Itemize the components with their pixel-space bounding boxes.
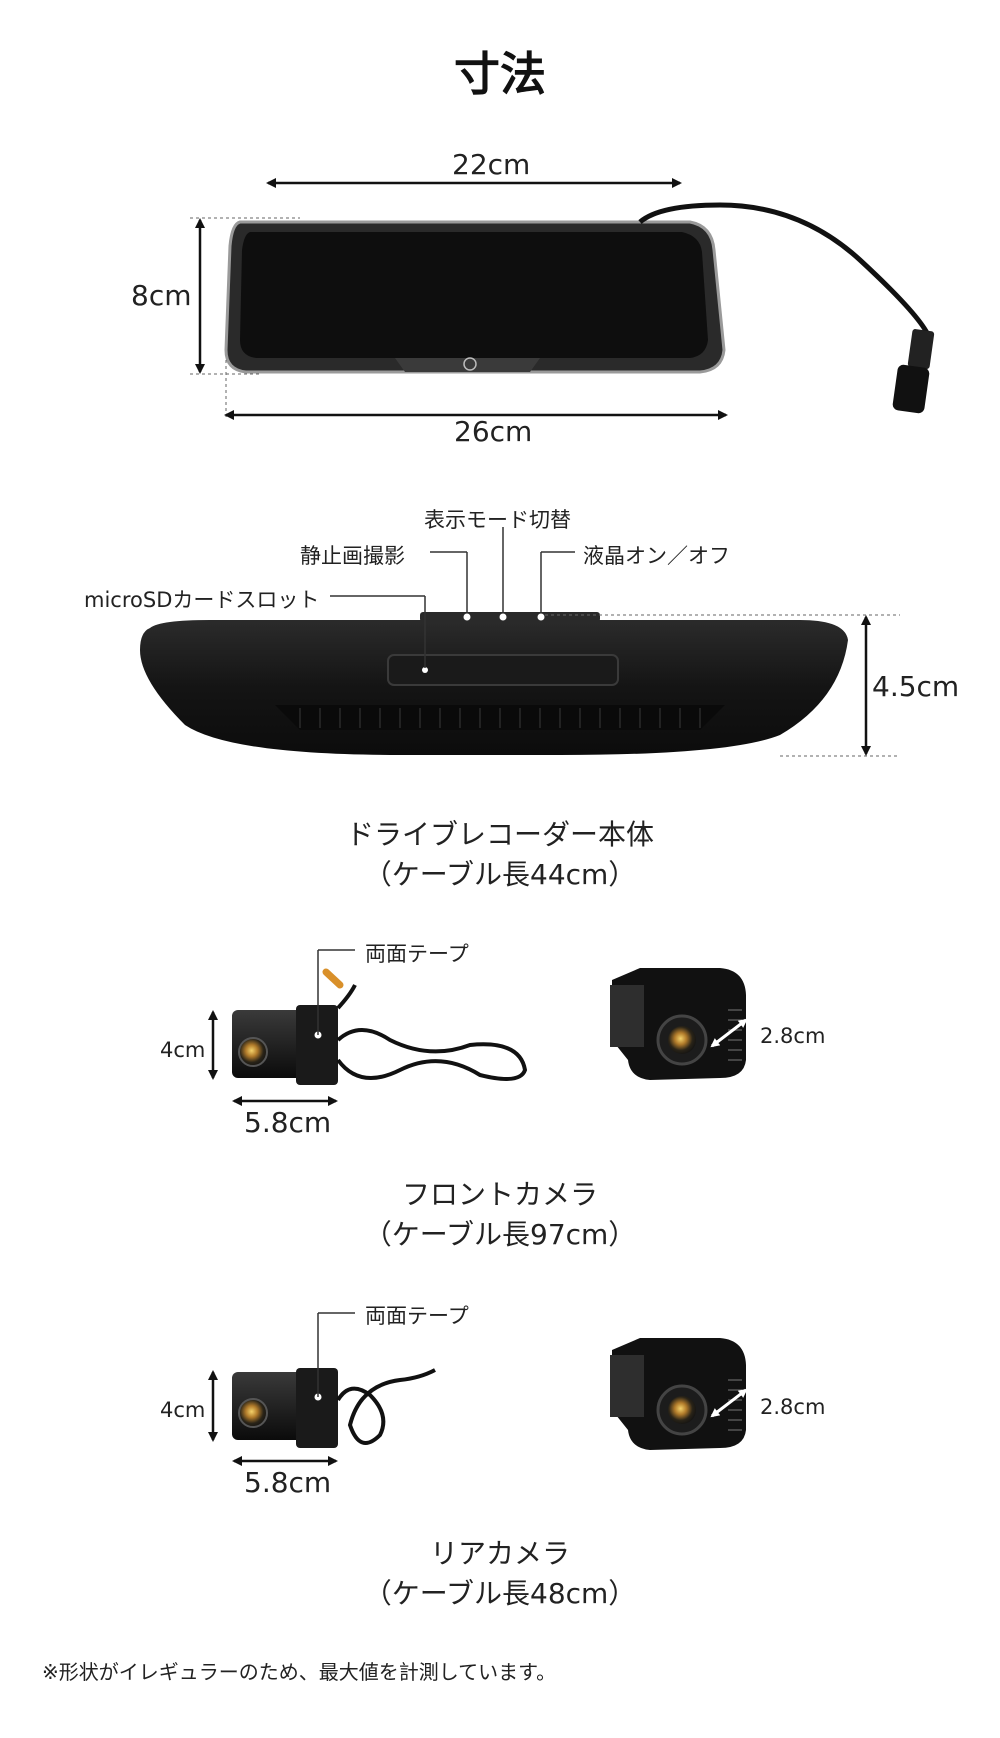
recorder-caption: ドライブレコーダー本体 （ケーブル長44cm） [0,815,1000,895]
rear-width-label: 5.8cm [244,1466,332,1499]
label-display-mode: 表示モード切替 [424,508,571,532]
front-width-label: 5.8cm [244,1106,332,1139]
front-depth-label: 2.8cm [760,1024,826,1048]
front-height-label: 4cm [160,1038,206,1062]
rear-camera-front [610,1338,746,1450]
front-caption-line2: （ケーブル長97cm） [363,1218,637,1251]
front-camera-side [232,968,528,1085]
recorder-caption-line1: ドライブレコーダー本体 [345,818,654,851]
rear-caption-line2: （ケーブル長48cm） [363,1577,637,1610]
label-still-capture: 静止画撮影 [300,544,405,568]
rear-camera-side [232,1368,436,1448]
label-lcd-onoff: 液晶オン／オフ [583,544,730,568]
rear-camera-caption: リアカメラ （ケーブル長48cm） [0,1534,1000,1614]
rear-tape-label: 両面テープ [365,1304,469,1328]
mirror-width-top-label: 22cm [452,148,531,181]
rear-caption-line1: リアカメラ [429,1537,570,1570]
front-tape-label: 両面テープ [365,942,469,966]
front-camera-caption: フロントカメラ （ケーブル長97cm） [0,1175,1000,1255]
rear-height-label: 4cm [160,1398,206,1422]
front-caption-line1: フロントカメラ [401,1178,598,1211]
mirror-width-bottom-label: 26cm [454,415,533,448]
recorder-body [140,612,848,755]
recorder-height-label: 4.5cm [872,670,960,703]
mirror-device [224,202,935,414]
recorder-caption-line2: （ケーブル長44cm） [363,858,637,891]
mirror-height-label: 8cm [131,279,192,312]
footnote: ※形状がイレギュラーのため、最大値を計測しています。 [42,1660,557,1684]
page-title: 寸法 [454,47,546,101]
front-camera-front [610,968,746,1080]
label-microsd-slot: microSDカードスロット [84,588,320,612]
rear-depth-label: 2.8cm [760,1395,826,1419]
